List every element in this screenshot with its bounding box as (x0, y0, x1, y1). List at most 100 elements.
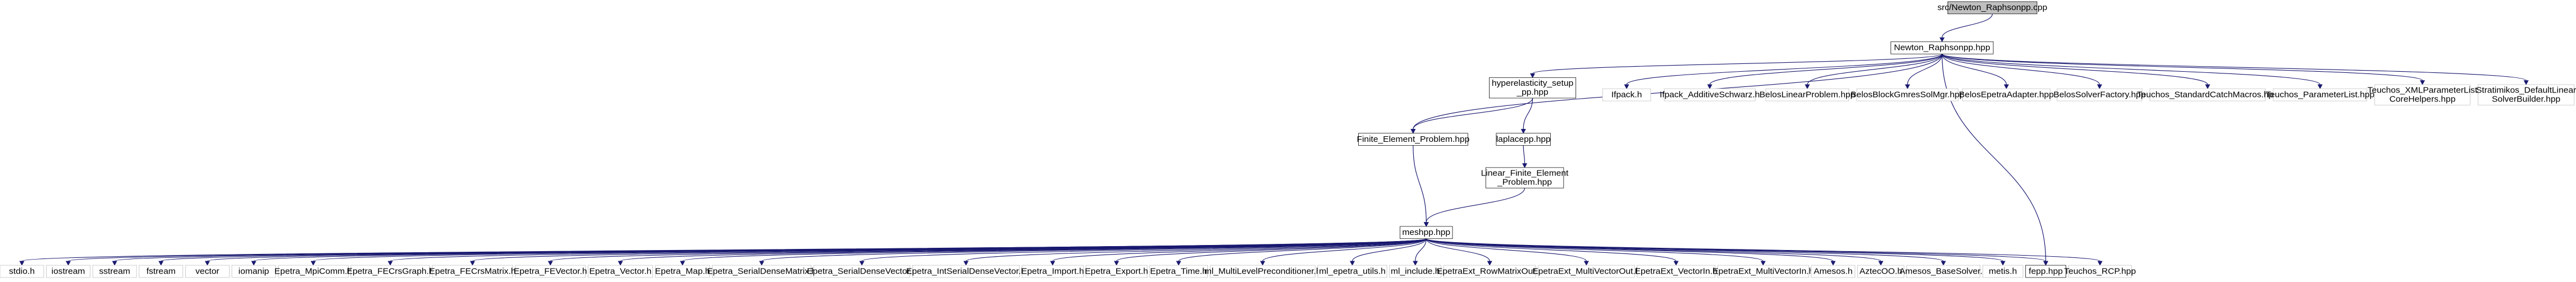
edge-nrhpp-to-belosEpetra (1942, 54, 2007, 85)
node-sstream: sstream (92, 265, 137, 278)
node-sdmatrix-box (712, 265, 812, 278)
node-rcp-box (2068, 265, 2132, 278)
node-mvout: EpetraExt_MultiVectorOut.h (1532, 265, 1640, 278)
node-fstream-box (139, 265, 184, 278)
node-mvin-box (1717, 265, 1809, 278)
node-linfep[interactable]: Linear_Finite_Element_Problem.hpp (1481, 167, 1569, 188)
arrowhead-meshpp-to-etime (1176, 261, 1181, 266)
edge-nrhpp-to-teuchosXML (1942, 53, 2423, 81)
node-sdvector-box (813, 265, 911, 278)
node-meshpp[interactable]: meshpp.hpp (1400, 226, 1453, 239)
node-rowmatrixout-box (1444, 265, 1536, 278)
edge-meshpp-to-isdvector (965, 238, 1427, 262)
node-ifpackschwarz: Ifpack_AdditiveSchwarz.h (1660, 88, 1760, 101)
node-laplace[interactable]: laplacepp.hpp (1496, 133, 1551, 146)
edge-meshpp-to-eimport (1052, 238, 1427, 262)
arrowhead-nrhpp-to-teuchosPL (2317, 84, 2323, 90)
node-laplace-label: laplacepp.hpp (1496, 135, 1551, 144)
arrowhead-root-to-nrhpp (1939, 37, 1945, 43)
node-belosGmres-box (1856, 88, 1959, 101)
arrowhead-meshpp-to-fepp (2043, 261, 2049, 266)
node-metis-box (1982, 265, 2024, 278)
node-vector: vector (185, 265, 230, 278)
edge-meshpp-to-rcp (1426, 238, 2100, 262)
node-fepp-label: fepp.hpp (2029, 267, 2063, 276)
node-mvin: EpetraExt_MultiVectorIn.h (1712, 265, 1814, 278)
node-belosFactory-label: BelosSolverFactory.hpp (2053, 90, 2145, 99)
node-fepp[interactable]: fepp.hpp (2025, 265, 2066, 278)
node-iostream-label: iostream (52, 267, 85, 276)
arrowhead-nrhpp-to-belosEpetra (2003, 84, 2009, 90)
node-fepp-box (2025, 265, 2066, 278)
arrowhead-meshpp-to-aztecoo (1878, 261, 1884, 266)
node-amesosbase-label: Amesos_BaseSolver.h (1899, 267, 1988, 276)
node-root-box (1947, 1, 2038, 15)
arrowhead-meshpp-to-mlepetra (1350, 261, 1355, 266)
arrowhead-meshpp-to-stdio (19, 261, 25, 266)
node-eimport-label: Epetra_Import.h (1021, 267, 1084, 276)
edge-root-to-nrhpp (1942, 13, 1993, 38)
node-rowmatrixout-label: EpetraExt_RowMatrixOut.h (1437, 267, 1543, 276)
node-metis: metis.h (1982, 265, 2024, 278)
node-emap: Epetra_Map.h (655, 265, 710, 278)
arrowhead-meshpp-to-rowmatrixout (1487, 261, 1492, 266)
node-vector-label: vector (195, 267, 219, 276)
node-mvout-label: EpetraExt_MultiVectorOut.h (1532, 267, 1640, 276)
arrowhead-meshpp-to-iomanip (251, 261, 257, 266)
arrowhead-meshpp-to-sdvector (859, 261, 865, 266)
node-vectorin-box (1637, 265, 1715, 278)
edge-nrhpp-to-stratimikos (1942, 53, 2527, 81)
node-fep[interactable]: Finite_Element_Problem.hpp (1356, 133, 1469, 146)
node-aztecoo-box (1857, 265, 1904, 278)
arrowhead-meshpp-to-eimport (1050, 261, 1056, 266)
edge-meshpp-to-mlinclude (1415, 238, 1427, 261)
node-teuchosPL: Teuchos_ParameterList.hpp (2266, 88, 2374, 101)
node-belosFactory-box (2057, 88, 2143, 101)
node-amesos-box (1811, 265, 1856, 278)
node-belosEpetra-box (1962, 88, 2050, 101)
node-root: src/Newton_Raphsonpp.cpp (1938, 1, 2047, 15)
arrowhead-meshpp-to-amesosbase (1940, 261, 1946, 266)
node-iostream-box (46, 265, 90, 278)
node-metis-label: metis.h (1989, 267, 2017, 276)
node-etime-label: Epetra_Time.h (1150, 267, 1207, 276)
node-teuchosCatch: Teuchos_StandardCatchMacros.hpp (2137, 88, 2278, 101)
arrowhead-meshpp-to-iostream (66, 261, 71, 266)
node-teuchosPL-box (2273, 88, 2367, 101)
node-mpicomm-label: Epetra_MpiComm.h (275, 267, 352, 276)
node-stdio-label: stdio.h (9, 267, 35, 276)
node-hyper-label: hyperelasticity_setup (1492, 79, 1573, 88)
node-laplace-box (1496, 133, 1551, 146)
node-stdio: stdio.h (0, 265, 44, 278)
node-sstream-label: sstream (99, 267, 130, 276)
node-nrhpp-label: Newton_Raphsonpp.hpp (1894, 43, 1990, 52)
edge-meshpp-to-mvin (1426, 238, 1764, 262)
node-nrhpp[interactable]: Newton_Raphsonpp.hpp (1890, 41, 1994, 54)
arrowhead-nrhpp-to-stratimikos (2523, 80, 2529, 85)
edge-nrhpp-to-fetrilinos (1626, 53, 1943, 85)
node-iomanip-label: iomanip (239, 267, 270, 276)
node-belosGmres: BelosBlockGmresSolMgr.hpp (1851, 88, 1965, 101)
node-fevector: Epetra_FEVector.h (514, 265, 587, 278)
edge-meshpp-to-mpicomm (313, 238, 1427, 262)
node-fetrilinos: Ifpack.h (1602, 88, 1651, 101)
arrowhead-nrhpp-to-ifpackschwarz (1707, 84, 1712, 90)
arrowhead-meshpp-to-emap (680, 261, 686, 266)
node-mlinclude: ml_include.h (1389, 265, 1442, 278)
node-hyper[interactable]: hyperelasticity_setup_pp.hpp (1489, 77, 1577, 99)
node-ifpackschwarz-box (1664, 88, 1756, 101)
edge-nrhpp-to-teuchosPL (1942, 53, 2321, 85)
node-belosLP-box (1765, 88, 1849, 101)
node-sdvector-label: Epetra_SerialDenseVector.h (807, 267, 917, 276)
node-amesos-label: Amesos.h (1814, 267, 1852, 276)
node-eimport-box (1021, 265, 1084, 278)
arrowhead-meshpp-to-fecrsgraph (387, 261, 393, 266)
node-sstream-box (92, 265, 137, 278)
arrowhead-meshpp-to-isdvector (963, 261, 969, 266)
node-mlprec-label: ml_MultiLevelPreconditioner.h (1204, 267, 1321, 276)
edge-nrhpp-to-ifpackschwarz (1709, 54, 1943, 85)
edge-meshpp-to-fecrsmatrix (472, 238, 1427, 262)
node-mvin-label: EpetraExt_MultiVectorIn.h (1712, 267, 1814, 276)
